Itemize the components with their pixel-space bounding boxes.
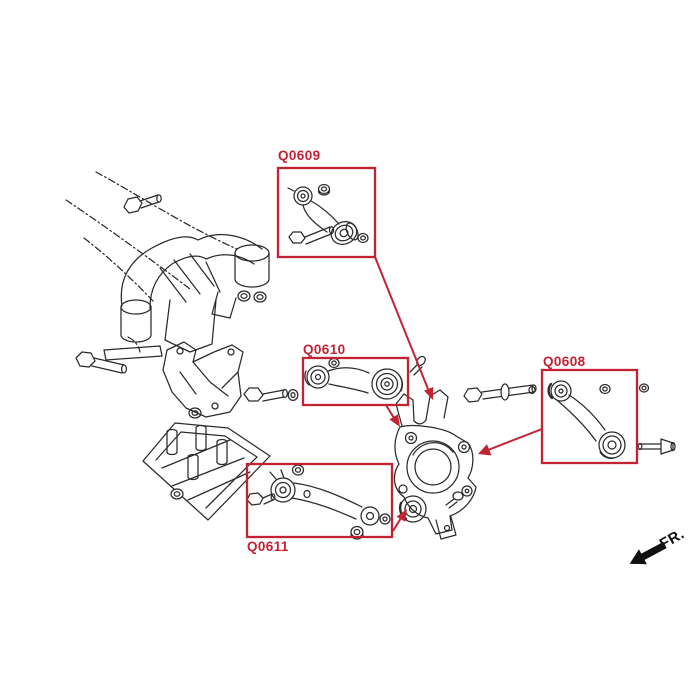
cover-plate-drawing bbox=[142, 422, 271, 521]
subframe-drawing bbox=[103, 233, 270, 361]
callout-label-q0609: Q0609 bbox=[278, 148, 321, 163]
upper-arm-parts-q0609 bbox=[287, 183, 369, 246]
callout-arrow-q0610 bbox=[385, 404, 400, 427]
bolt-washer-center-right bbox=[463, 383, 537, 403]
knuckle-drawing bbox=[379, 389, 477, 540]
callout-box-q0610 bbox=[301, 356, 410, 407]
bolt-top-left bbox=[123, 194, 162, 214]
toe-arm-parts-q0608 bbox=[528, 380, 676, 459]
trailing-arm-parts-q0611 bbox=[246, 464, 380, 540]
body-reference-lines bbox=[65, 171, 238, 353]
bolt-mid-left bbox=[75, 351, 128, 374]
callout-label-q0611: Q0611 bbox=[247, 539, 289, 554]
fr-arrow-icon bbox=[629, 541, 667, 565]
callout-arrow-q0608 bbox=[478, 428, 543, 456]
callout-box-q0608 bbox=[540, 368, 639, 465]
callout-arrow-q0609 bbox=[374, 256, 434, 400]
brace-bracket-drawing bbox=[162, 341, 299, 419]
callout-box-q0611 bbox=[245, 462, 394, 539]
callout-box-q0609 bbox=[276, 166, 377, 259]
callout-label-q0610: Q0610 bbox=[303, 342, 346, 357]
callout-arrow-q0611 bbox=[392, 509, 407, 532]
callout-label-q0608: Q0608 bbox=[543, 354, 586, 369]
